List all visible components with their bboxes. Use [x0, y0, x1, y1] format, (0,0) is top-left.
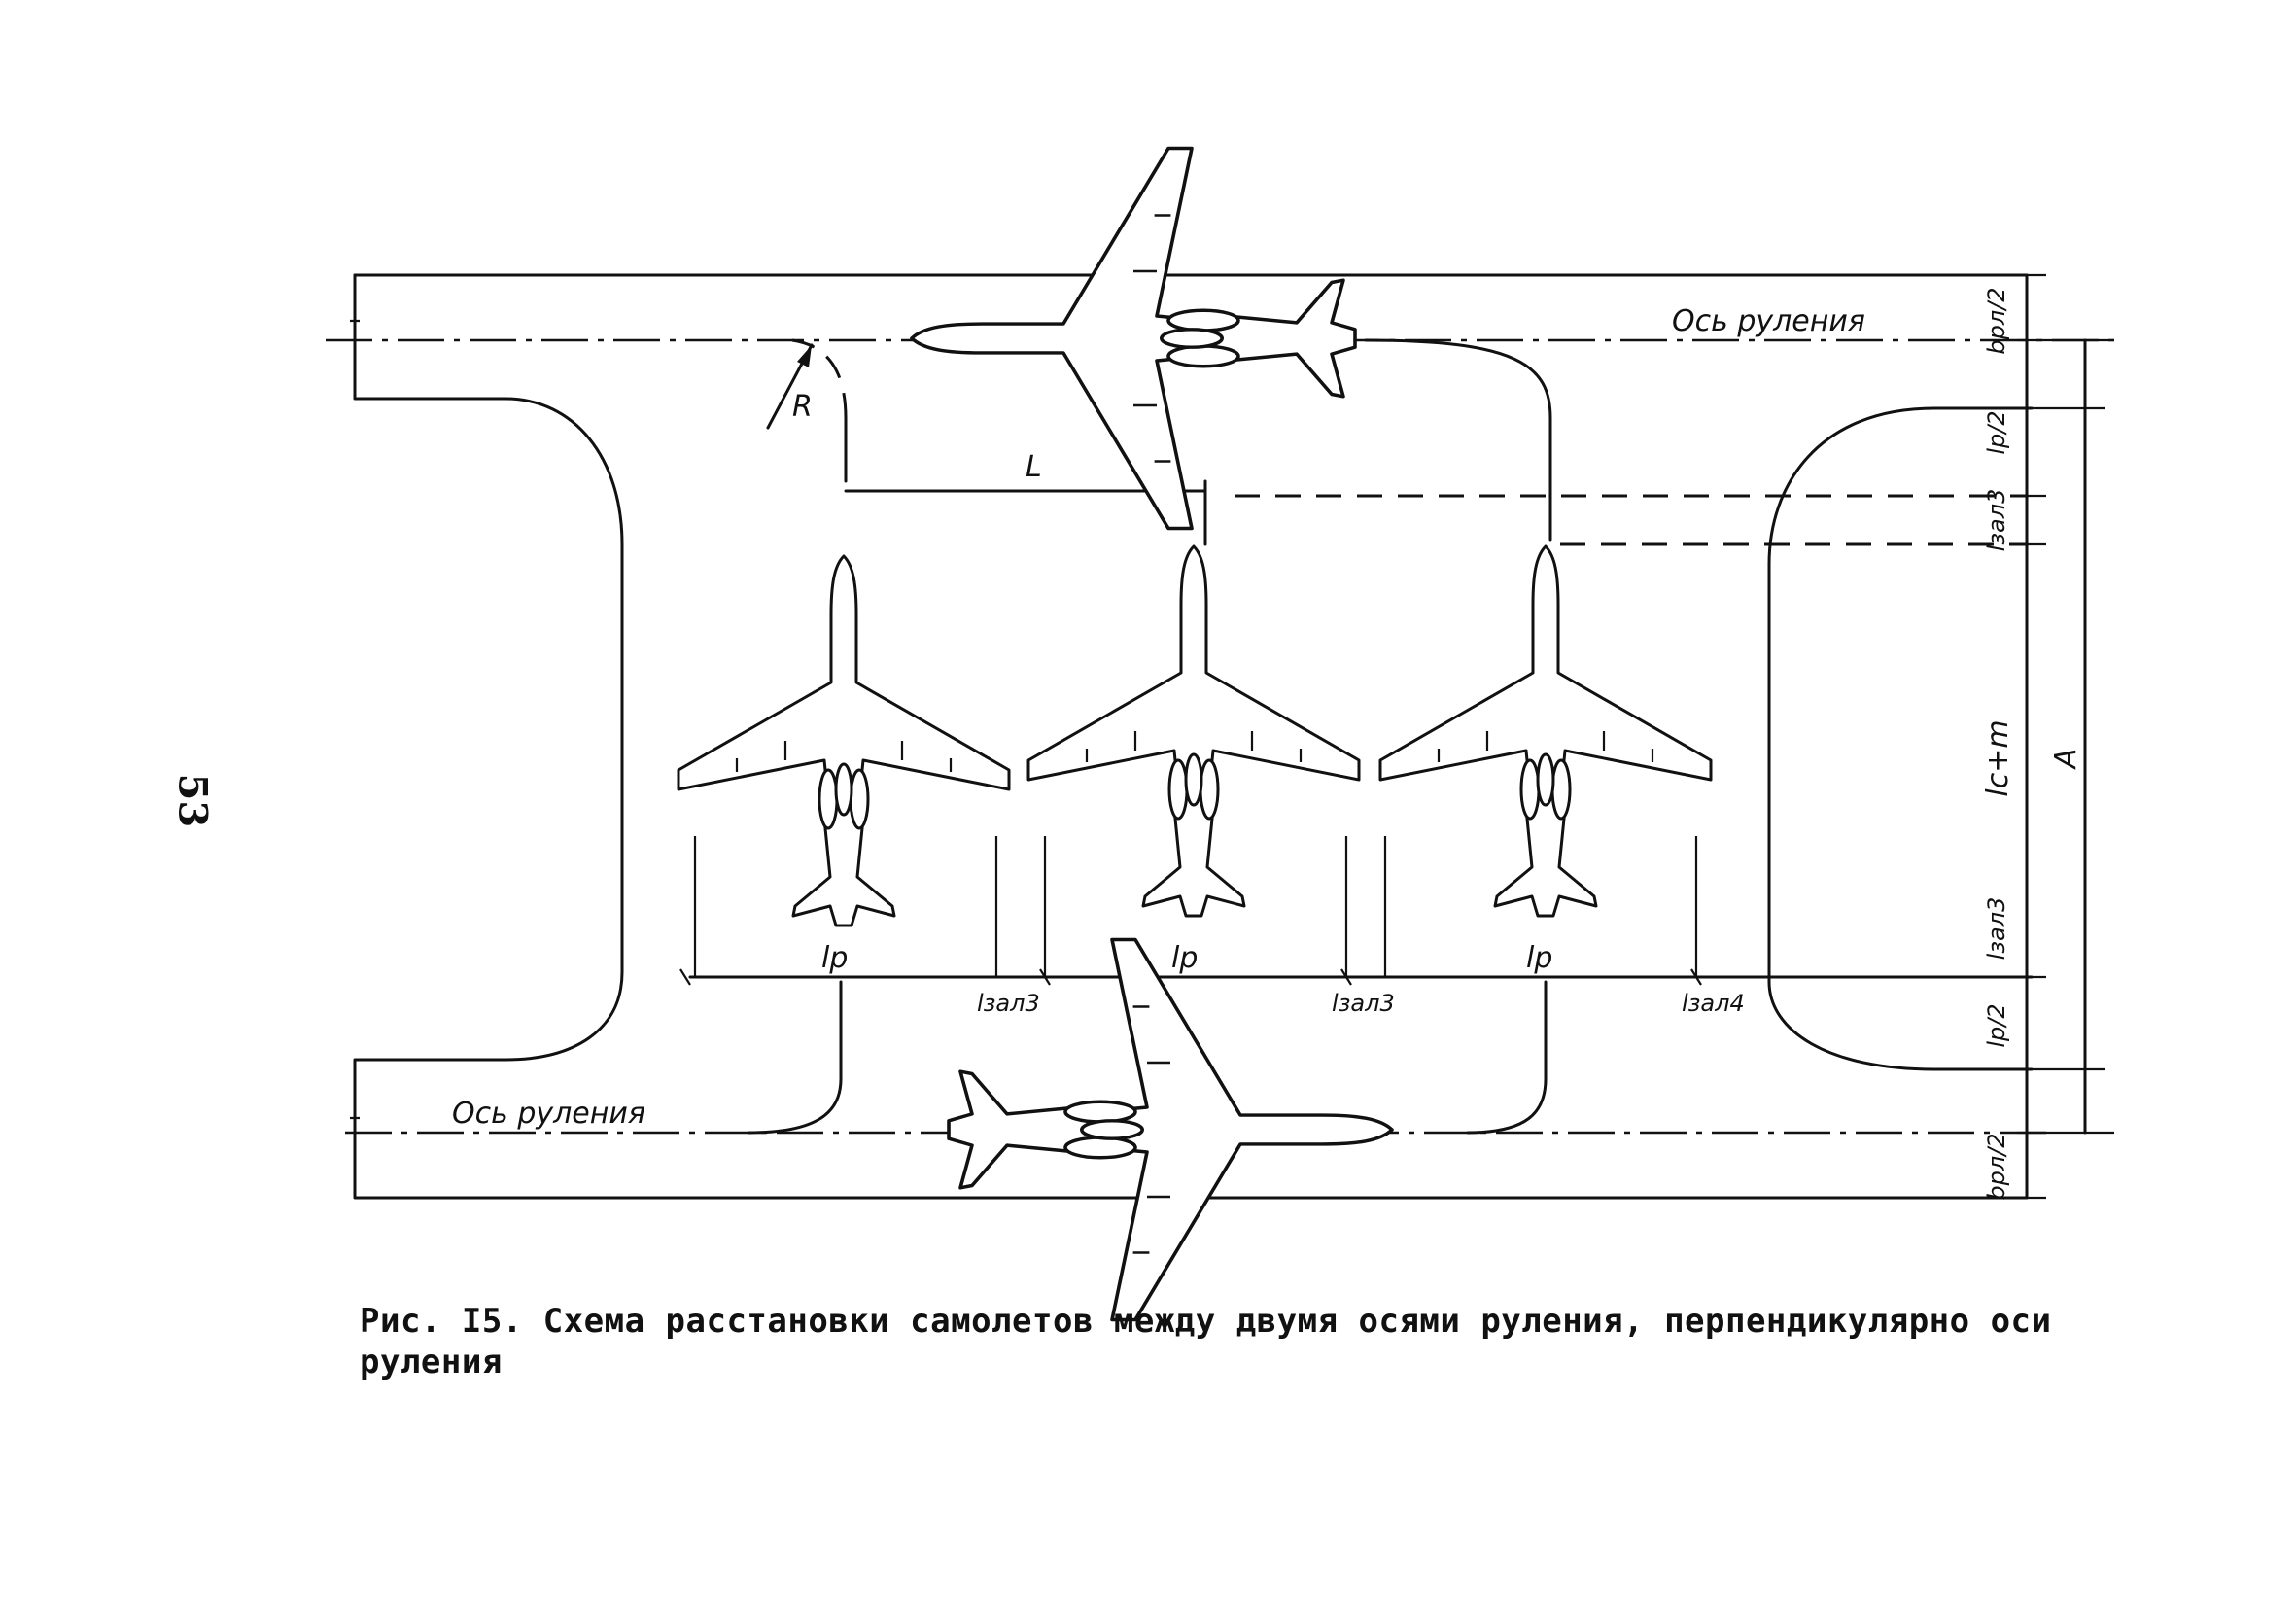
parked-aircraft-1	[677, 554, 1011, 927]
right-dimension-chain: bрл/2 lр/2 lзал3 lc+m lзал3 lр/2 bрл/2 A	[1981, 273, 2114, 1201]
right-scale-4: lc+m	[1981, 719, 2015, 796]
aircraft-length-label-2: lр	[1171, 941, 1198, 975]
gap-label-1: lзал3	[977, 990, 1040, 1017]
aircraft-length-label-1: lр	[821, 941, 848, 975]
right-scale-7: bрл/2	[1983, 1133, 2010, 1200]
radius-indicator: R	[766, 343, 814, 430]
spacing-label: L	[1026, 450, 1042, 484]
apron-outline	[350, 273, 2034, 1200]
radius-label: R	[792, 390, 813, 424]
right-scale-2: lр/2	[1983, 410, 2010, 454]
right-scale-5: lзал3	[1983, 897, 2010, 961]
gap-label-3: lзал4	[1682, 990, 1745, 1017]
parked-aircraft-3	[1378, 544, 1713, 918]
gap-label-2: lзал3	[1332, 990, 1395, 1017]
right-scale-1: bрл/2	[1983, 287, 2010, 354]
taxi-axis-top-label: Ось руления	[1672, 304, 1865, 338]
parked-aircraft-2	[1026, 544, 1361, 918]
taxi-axis-bottom-label: Ось руления	[452, 1097, 645, 1131]
total-dimension-label: A	[2049, 749, 2083, 771]
aircraft-length-label-3: lр	[1526, 941, 1552, 975]
right-scale-3: lзал3	[1983, 489, 2010, 552]
taxiing-aircraft-top	[910, 146, 1357, 531]
figure-caption: Рис. I5. Схема расстановки самолетов меж…	[360, 1302, 2052, 1381]
right-scale-6: lр/2	[1983, 1003, 2010, 1047]
stand-line	[679, 836, 2034, 986]
taxi-paths	[747, 338, 2027, 1135]
